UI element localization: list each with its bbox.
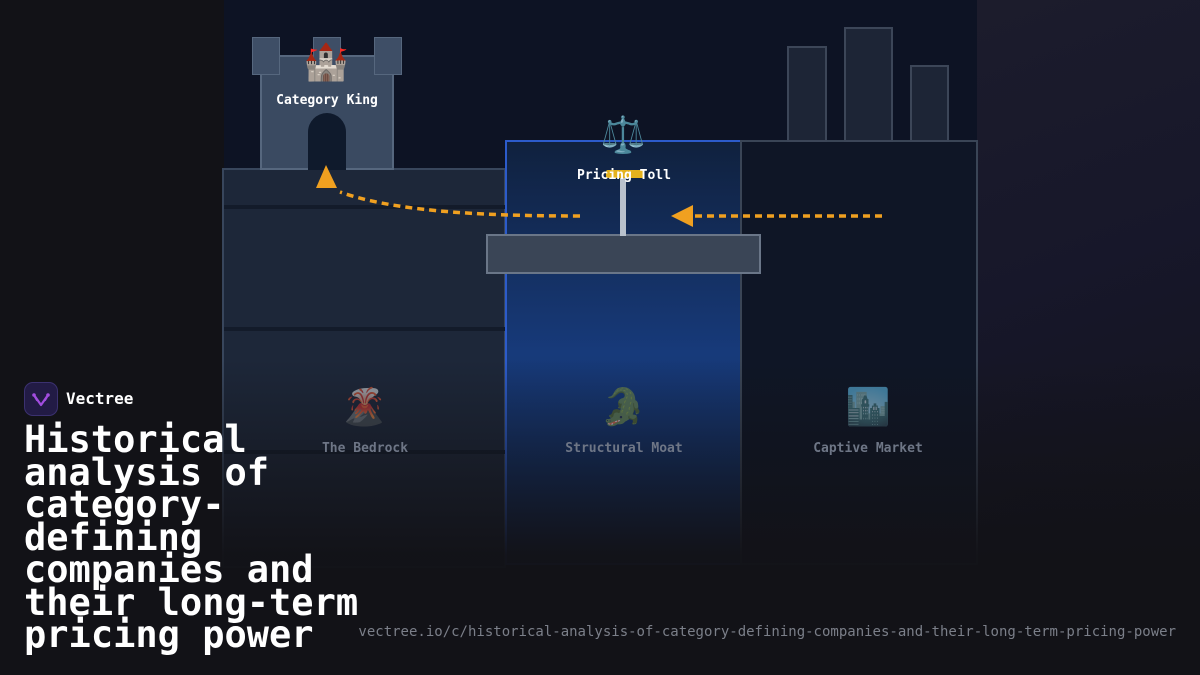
brand-name: Vectree <box>66 389 134 408</box>
castle-gate <box>308 113 346 170</box>
cityscape-icon: 🏙️ <box>845 387 891 428</box>
bottom-fade-overlay <box>0 360 1200 675</box>
volcano-icon: 🌋 <box>341 387 387 428</box>
city-tower <box>910 65 949 142</box>
toll-bar <box>606 170 644 178</box>
node-label-pricing-toll: Pricing Toll <box>577 168 671 183</box>
city-tower <box>787 46 827 142</box>
castle-merlon <box>313 37 341 75</box>
castle-icon: 🏰 <box>303 42 349 83</box>
node-label-the-bedrock: The Bedrock <box>321 441 409 456</box>
node-label-category-king: Category King <box>276 93 378 108</box>
arrow-head-king <box>316 165 337 188</box>
bedrock-stratum <box>224 205 506 209</box>
arrow-head-toll <box>671 205 693 227</box>
toll-pole <box>620 172 626 236</box>
node-label-captive-market: Captive Market <box>813 441 923 456</box>
page-title: Historical analysis of category-defining… <box>24 418 359 656</box>
bedrock-stratum <box>224 327 506 331</box>
vectree-logo-icon <box>24 382 58 416</box>
city-tower <box>844 27 893 142</box>
page-url: vectree.io/c/historical-analysis-of-cate… <box>358 624 1176 640</box>
vectree-logo-glyph <box>32 393 50 407</box>
castle-merlon <box>374 37 402 75</box>
scales-icon: ⚖️ <box>600 115 646 156</box>
crocodile-icon: 🐊 <box>600 387 646 428</box>
arrow-toll-to-king <box>339 190 581 218</box>
castle-merlon <box>252 37 280 75</box>
node-label-structural-moat: Structural Moat <box>565 441 683 456</box>
